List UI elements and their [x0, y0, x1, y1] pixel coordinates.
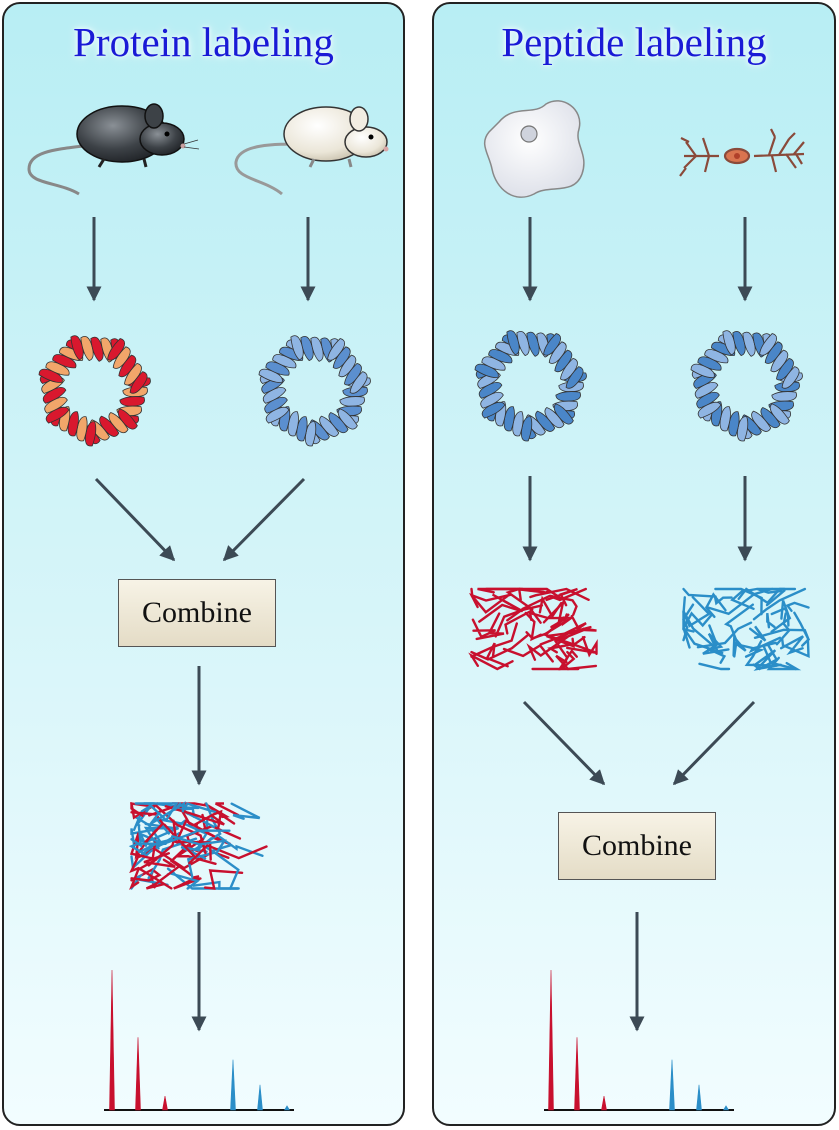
spectrum-peak [135, 1037, 141, 1111]
spectrum-peak [162, 1095, 168, 1111]
spectrum-peak [548, 969, 554, 1111]
arrow [222, 477, 306, 562]
spectrum-peak [574, 1037, 580, 1111]
combine-box: Combine [118, 579, 276, 647]
neuron-cell-icon [679, 128, 805, 177]
spectrum-peak [601, 1095, 607, 1111]
dark-mouse-icon [27, 103, 200, 196]
spectrum-peak [696, 1084, 702, 1111]
panel-title: Peptide labeling [501, 19, 767, 65]
blue-peptide-mix-icon [682, 587, 810, 671]
mass-spectrum-icon [104, 969, 294, 1111]
protein-labeling-panel: Protein labeling [2, 2, 405, 1126]
red-protein-icon [38, 335, 151, 447]
spectrum-peak [257, 1084, 263, 1111]
mass-spectrum-icon [544, 969, 734, 1111]
spectrum-peak [230, 1059, 236, 1111]
protein-labeling-diagram [27, 103, 389, 1111]
mixed-peptide-icon [128, 801, 268, 890]
spectrum-peak [283, 1105, 291, 1111]
combine-box: Combine [558, 812, 716, 880]
amoeba-cell-icon [484, 100, 585, 198]
peptide-labeling-panel: Peptide labeling [432, 2, 836, 1126]
peptide-labeling-diagram [468, 100, 810, 1111]
blue-protein-icon [258, 335, 371, 447]
spectrum-peak [109, 969, 115, 1111]
blue-protein-icon [474, 330, 587, 442]
blue-protein-icon [690, 330, 803, 442]
white-mouse-icon [234, 106, 389, 196]
red-peptide-mix-icon [468, 587, 598, 671]
spectrum-peak [722, 1105, 730, 1111]
spectrum-peak [669, 1059, 675, 1111]
panel-title: Protein labeling [73, 19, 334, 65]
arrow [672, 700, 756, 786]
arrow [522, 700, 606, 786]
arrow [94, 477, 176, 562]
